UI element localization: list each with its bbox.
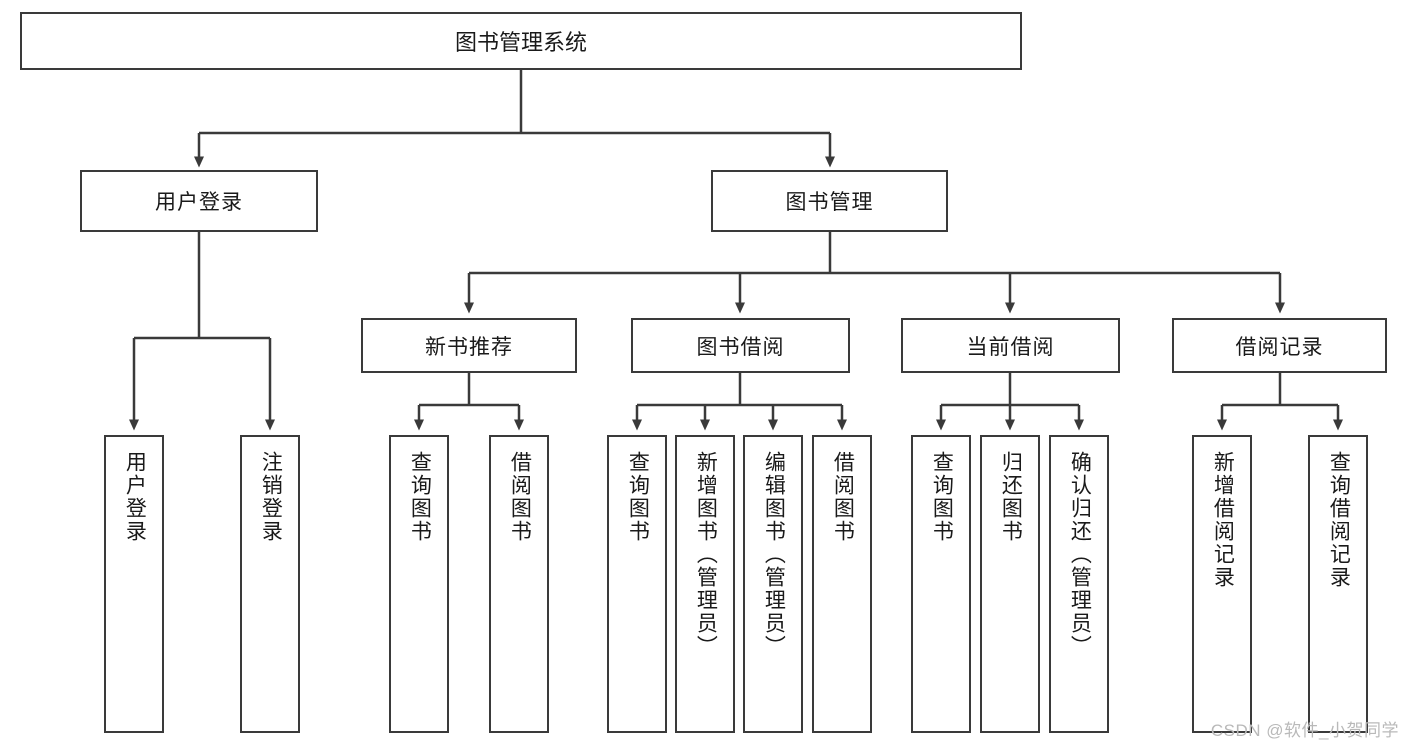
leaf-query-book-current[interactable]: 查询图书 (911, 435, 971, 733)
node-current-borrow[interactable]: 当前借阅 (901, 318, 1120, 373)
node-borrow-records[interactable]: 借阅记录 (1172, 318, 1387, 373)
leaf-borrow-book-recommend-label: 借阅图书 (508, 451, 532, 543)
leaf-return-book[interactable]: 归还图书 (980, 435, 1040, 733)
leaf-user-login-label: 用户登录 (123, 451, 147, 543)
leaf-query-book-recommend[interactable]: 查询图书 (389, 435, 449, 733)
node-book-borrow[interactable]: 图书借阅 (631, 318, 850, 373)
leaf-query-book-borrow[interactable]: 查询图书 (607, 435, 667, 733)
node-borrow-records-label: 借阅记录 (1235, 335, 1324, 359)
leaf-add-book-admin[interactable]: 新增图书（管理员） (675, 435, 735, 733)
leaf-query-book-current-label: 查询图书 (930, 451, 954, 543)
leaf-user-login[interactable]: 用户登录 (104, 435, 164, 733)
leaf-borrow-book-recommend[interactable]: 借阅图书 (489, 435, 549, 733)
leaf-add-borrow-record[interactable]: 新增借阅记录 (1192, 435, 1252, 733)
leaf-borrow-book[interactable]: 借阅图书 (812, 435, 872, 733)
leaf-query-book-borrow-label: 查询图书 (626, 451, 650, 543)
leaf-edit-book-admin[interactable]: 编辑图书（管理员） (743, 435, 803, 733)
node-current-borrow-label: 当前借阅 (966, 335, 1055, 359)
node-new-book-recommend-label: 新书推荐 (425, 335, 513, 359)
leaf-borrow-book-label: 借阅图书 (831, 451, 855, 543)
leaf-query-borrow-record-label: 查询借阅记录 (1327, 451, 1351, 589)
node-new-book-recommend[interactable]: 新书推荐 (361, 318, 577, 373)
node-root-label: 图书管理系统 (454, 30, 587, 55)
leaf-add-book-admin-label: 新增图书（管理员） (694, 451, 718, 658)
node-user-login[interactable]: 用户登录 (80, 170, 318, 232)
leaf-user-logout[interactable]: 注销登录 (240, 435, 300, 733)
leaf-query-book-recommend-label: 查询图书 (408, 451, 432, 543)
node-book-management[interactable]: 图书管理 (711, 170, 948, 232)
node-book-borrow-label: 图书借阅 (696, 335, 785, 359)
leaf-confirm-return-admin-label: 确认归还（管理员） (1068, 451, 1092, 658)
watermark: CSDN @软件_小贺同学 (1210, 721, 1399, 740)
node-book-management-label: 图书管理 (785, 191, 874, 214)
leaf-edit-book-admin-label: 编辑图书（管理员） (762, 451, 786, 658)
leaf-query-borrow-record[interactable]: 查询借阅记录 (1308, 435, 1368, 733)
node-user-login-label: 用户登录 (155, 191, 243, 214)
leaf-return-book-label: 归还图书 (999, 451, 1023, 543)
leaf-user-logout-label: 注销登录 (259, 451, 283, 543)
node-root[interactable]: 图书管理系统 (20, 12, 1022, 70)
leaf-confirm-return-admin[interactable]: 确认归还（管理员） (1049, 435, 1109, 733)
leaf-add-borrow-record-label: 新增借阅记录 (1211, 451, 1235, 589)
